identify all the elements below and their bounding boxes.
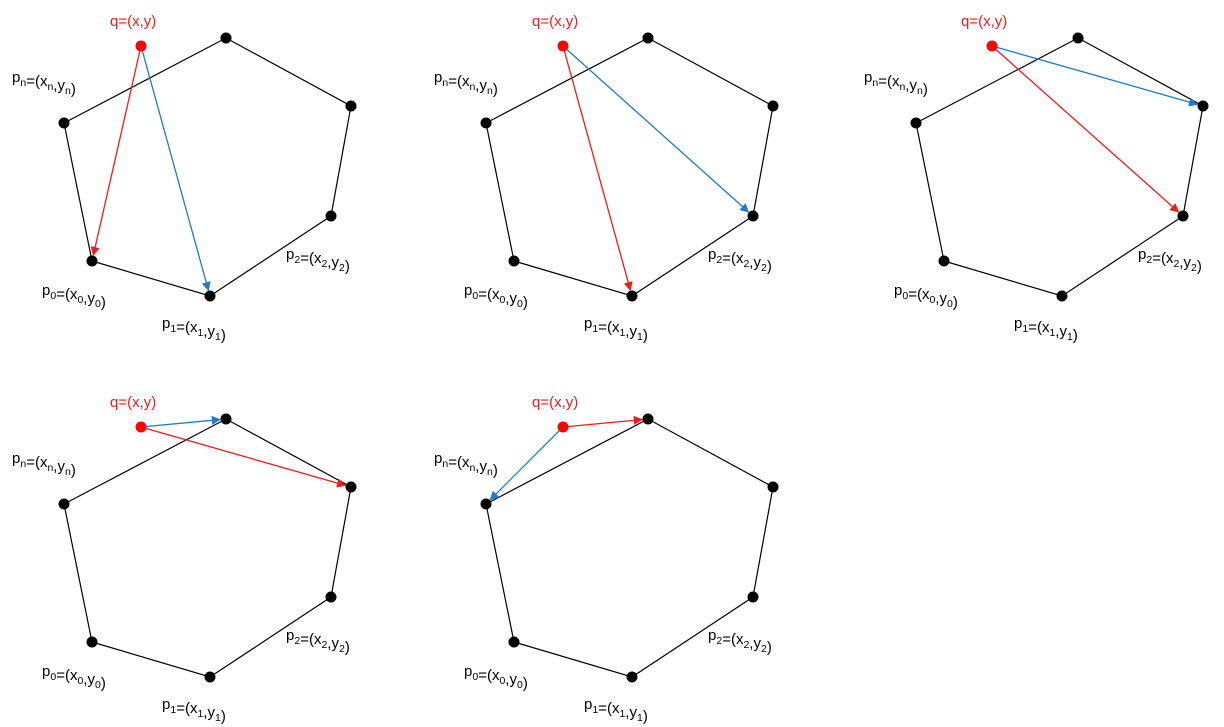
query-point — [557, 421, 569, 433]
vertex-p2-label: p2=(x2,y2) — [286, 246, 350, 275]
vertex-pn-label: pn=(xn,yn) — [12, 69, 76, 98]
vertex-p1-label: p1=(x1,y1) — [162, 696, 226, 725]
vertex-p0 — [86, 636, 98, 648]
query-point-label: q=(x,y) — [110, 394, 156, 411]
vertex-pn — [58, 498, 70, 510]
blue-arrow — [140, 45, 211, 292]
vertex-p1 — [626, 290, 638, 302]
panel-3: q=(x,y) pn=(xn,yn) p0=(x0,y0) p1=(x1,y1) p2=… — [864, 13, 1209, 344]
red-arrow — [562, 415, 643, 428]
vertex-rl — [747, 591, 759, 603]
vertex-p1 — [626, 671, 638, 683]
vertex-pn-label: pn=(xn,yn) — [864, 69, 928, 98]
blue-arrow — [489, 426, 564, 501]
vertex-p1 — [204, 671, 216, 683]
vertex-p1-label: p1=(x1,y1) — [162, 315, 226, 344]
vertex-p1-label: p1=(x1,y1) — [1014, 315, 1078, 344]
vertex-p1 — [204, 290, 216, 302]
query-point — [986, 40, 998, 52]
query-point-label: q=(x,y) — [532, 13, 578, 30]
vertex-pn — [910, 117, 922, 129]
red-arrow — [140, 426, 347, 488]
vertex-ru — [345, 481, 357, 493]
vertex-p2-label: p2=(x2,y2) — [286, 627, 350, 656]
vertex-p1-label: p1=(x1,y1) — [584, 315, 648, 344]
vertex-pn — [58, 117, 70, 129]
vertex-rl — [325, 210, 337, 222]
vertex-p2-label: p2=(x2,y2) — [1138, 246, 1202, 275]
panel-5: q=(x,y) pn=(xn,yn) p0=(x0,y0) p1=(x1,y1) p2=… — [434, 394, 779, 725]
blue-arrow — [562, 45, 750, 213]
red-arrow — [562, 45, 633, 292]
vertex-p0-label: p0=(x0,y0) — [42, 282, 106, 311]
vertex-p0 — [508, 636, 520, 648]
vertex-top — [642, 32, 654, 44]
vertex-pn-label: pn=(xn,yn) — [434, 450, 498, 479]
vertex-p0-label: p0=(x0,y0) — [464, 663, 528, 692]
vertex-p0-label: p0=(x0,y0) — [464, 282, 528, 311]
query-point — [135, 40, 147, 52]
vertex-top — [642, 413, 654, 425]
vertex-p1 — [1056, 290, 1068, 302]
vertex-p0 — [938, 255, 950, 267]
vertex-rl — [1177, 210, 1189, 222]
vertex-pn — [480, 498, 492, 510]
panel-2: q=(x,y) pn=(xn,yn) p0=(x0,y0) p1=(x1,y1) p2=… — [434, 13, 779, 344]
vertex-pn — [480, 117, 492, 129]
red-arrow — [90, 45, 142, 257]
vertex-pn-label: pn=(xn,yn) — [12, 450, 76, 479]
query-point — [135, 421, 147, 433]
query-point-label: q=(x,y) — [110, 13, 156, 30]
vertex-ru — [1197, 100, 1209, 112]
vertex-p1-label: p1=(x1,y1) — [584, 696, 648, 725]
vertex-p2-label: p2=(x2,y2) — [708, 246, 772, 275]
vertex-pn-label: pn=(xn,yn) — [434, 69, 498, 98]
vertex-ru — [767, 100, 779, 112]
red-arrow — [991, 45, 1180, 213]
vertex-top — [220, 413, 232, 425]
vertex-p0-label: p0=(x0,y0) — [42, 663, 106, 692]
blue-arrow — [140, 415, 221, 428]
vertex-top — [1072, 32, 1084, 44]
query-point-label: q=(x,y) — [532, 394, 578, 411]
blue-arrow — [991, 45, 1199, 107]
panel-1: q=(x,y) pn=(xn,yn) p0=(x0,y0) p1=(x1,y1) p2=… — [12, 13, 357, 344]
vertex-p0 — [508, 255, 520, 267]
vertex-p0 — [86, 255, 98, 267]
query-point — [557, 40, 569, 52]
vertex-ru — [767, 481, 779, 493]
vertex-ru — [345, 100, 357, 112]
panel-4: q=(x,y) pn=(xn,yn) p0=(x0,y0) p1=(x1,y1) p2=… — [12, 394, 357, 725]
vertex-rl — [747, 210, 759, 222]
vertex-top — [220, 32, 232, 44]
vertex-p2-label: p2=(x2,y2) — [708, 627, 772, 656]
query-point-label: q=(x,y) — [961, 13, 1007, 30]
vertex-rl — [325, 591, 337, 603]
vertex-p0-label: p0=(x0,y0) — [894, 282, 958, 311]
